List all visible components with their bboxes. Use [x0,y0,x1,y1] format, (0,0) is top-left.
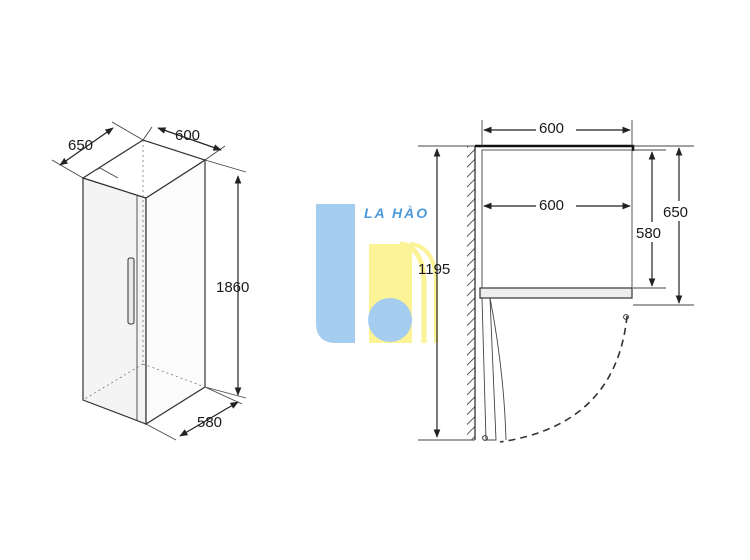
dim-overall-600: 600 [539,120,564,137]
logo-blue-bar [316,204,355,343]
dim-width-600: 600 [175,127,200,144]
dim-depth-650: 650 [663,204,688,221]
wall-hatch [467,146,475,440]
door-swing-arc [499,315,628,443]
dim-bottom-580: 580 [197,414,222,431]
dim-inner-600: 600 [539,197,564,214]
logo-blue-circle [368,298,412,342]
logo-brand-text: LA HÀO [364,205,429,221]
brand-watermark: LA HÀO [316,204,438,343]
fridge-isometric: 650 600 1860 580 [51,121,249,441]
fridge-top-view: 600 600 1195 580 650 [418,118,697,443]
fridge-side-face [145,158,206,426]
door-closed [479,287,633,299]
dim-height-1860: 1860 [216,279,249,296]
dim-depth-650: 650 [68,137,93,154]
fridge-handle [127,257,135,325]
dim-depth-580: 580 [636,225,661,242]
dim-clearance-1195: 1195 [418,261,450,278]
logo-yellow-arc-1 [399,241,427,343]
